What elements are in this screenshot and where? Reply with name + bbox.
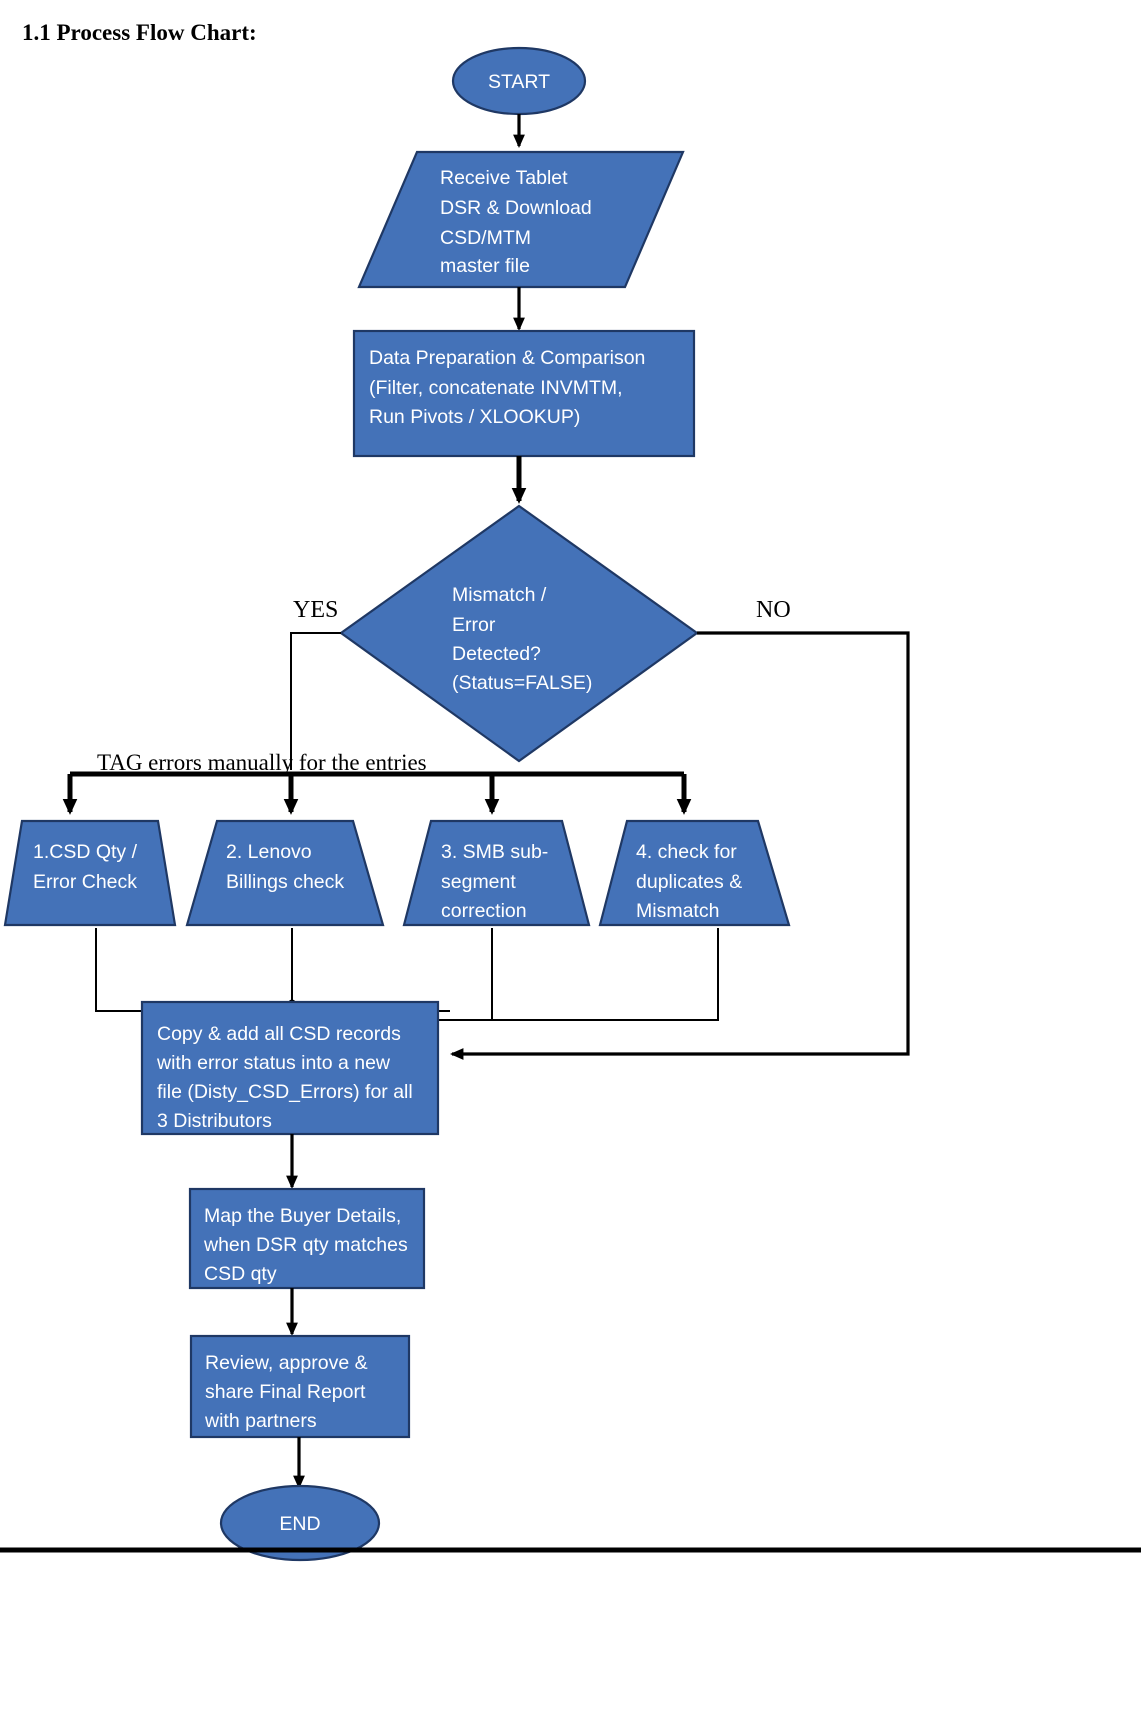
map-label-line1: Map the Buyer Details, <box>204 1205 401 1227</box>
task1-trapezoid-shape <box>3 819 177 927</box>
page-title: 1.1 Process Flow Chart: <box>22 20 257 45</box>
input-label-line1: Receive Tablet <box>440 167 568 189</box>
node-start: START <box>451 46 587 116</box>
task2-trapezoid-shape <box>185 819 385 927</box>
node-prep: Data Preparation & Comparison (Filter, c… <box>352 329 696 458</box>
node-task3: 3. SMB sub- segment correction <box>402 819 591 927</box>
map-label-line3: CSD qty <box>204 1263 277 1285</box>
map-label-line2: when DSR qty matches <box>203 1234 408 1256</box>
review-label-line2: share Final Report <box>205 1381 366 1403</box>
node-map: Map the Buyer Details, when DSR qty matc… <box>188 1187 426 1290</box>
decision-label-line2: Error <box>452 614 496 636</box>
prep-label-line2: (Filter, concatenate INVMTM, <box>369 377 623 399</box>
task3-label-line2: segment <box>441 871 516 893</box>
task3-label-line3: correction <box>441 900 527 922</box>
edge-task1-to-merge <box>95 928 450 1012</box>
task1-label-line2: Error Check <box>33 871 137 893</box>
prep-label-line1: Data Preparation & Comparison <box>369 347 645 369</box>
task2-label-line1: 2. Lenovo <box>226 841 312 863</box>
edge-decision-yes <box>290 632 341 770</box>
map-rect-shape <box>188 1187 426 1290</box>
collect-label-line4: 3 Distributors <box>157 1110 272 1132</box>
collect-label-line1: Copy & add all CSD records <box>157 1023 401 1045</box>
task3-label-line1: 3. SMB sub- <box>441 841 548 863</box>
task4-trapezoid-shape <box>598 819 791 927</box>
edge-decision-no <box>449 631 910 1060</box>
yes-label: YES <box>293 597 338 623</box>
node-review: Review, approve & share Final Report wit… <box>189 1334 411 1439</box>
task1-label-line1: 1.CSD Qty / <box>33 841 138 863</box>
task4-label-line3: Mismatch <box>636 900 719 922</box>
decision-label-line4: (Status=FALSE) <box>452 672 592 694</box>
review-label-line3: with partners <box>204 1410 317 1432</box>
node-input: Receive Tablet DSR & Download CSD/MTM ma… <box>357 150 685 289</box>
collect-rect-shape <box>140 1000 440 1136</box>
prep-rect-shape <box>352 329 696 458</box>
review-rect-shape <box>189 1334 411 1439</box>
start-label: START <box>488 71 550 93</box>
node-end: END <box>219 1484 381 1562</box>
input-label-line3: CSD/MTM <box>440 227 531 249</box>
node-task2: 2. Lenovo Billings check <box>185 819 385 927</box>
task2-label-line2: Billings check <box>226 871 344 893</box>
collect-label-line3: file (Disty_CSD_Errors) for all <box>157 1081 413 1103</box>
task4-label-line1: 4. check for <box>636 841 737 863</box>
node-collect: Copy & add all CSD records with error st… <box>140 1000 440 1136</box>
task4-label-line2: duplicates & <box>636 871 742 893</box>
decision-label-line3: Detected? <box>452 643 541 665</box>
end-label: END <box>279 1513 320 1535</box>
tag-note-label: TAG errors manually for the entries <box>97 750 427 775</box>
decision-diamond-shape <box>339 504 699 763</box>
task3-trapezoid-shape <box>402 819 591 927</box>
no-label: NO <box>756 597 791 623</box>
end-ellipse-shape <box>219 1484 381 1562</box>
node-task4: 4. check for duplicates & Mismatch <box>598 819 791 927</box>
prep-label-line3: Run Pivots / XLOOKUP) <box>369 406 580 428</box>
collect-label-line2: with error status into a new <box>156 1052 391 1074</box>
input-label-line2: DSR & Download <box>440 197 592 219</box>
review-label-line1: Review, approve & <box>205 1352 368 1374</box>
decision-label-line1: Mismatch / <box>452 584 547 606</box>
node-task1: 1.CSD Qty / Error Check <box>3 819 177 927</box>
node-decision: Mismatch / Error Detected? (Status=FALSE… <box>339 504 699 763</box>
edge-task4-to-merge <box>445 928 719 1021</box>
input-parallelogram-shape <box>357 150 685 289</box>
input-label-line4: master file <box>440 255 530 277</box>
